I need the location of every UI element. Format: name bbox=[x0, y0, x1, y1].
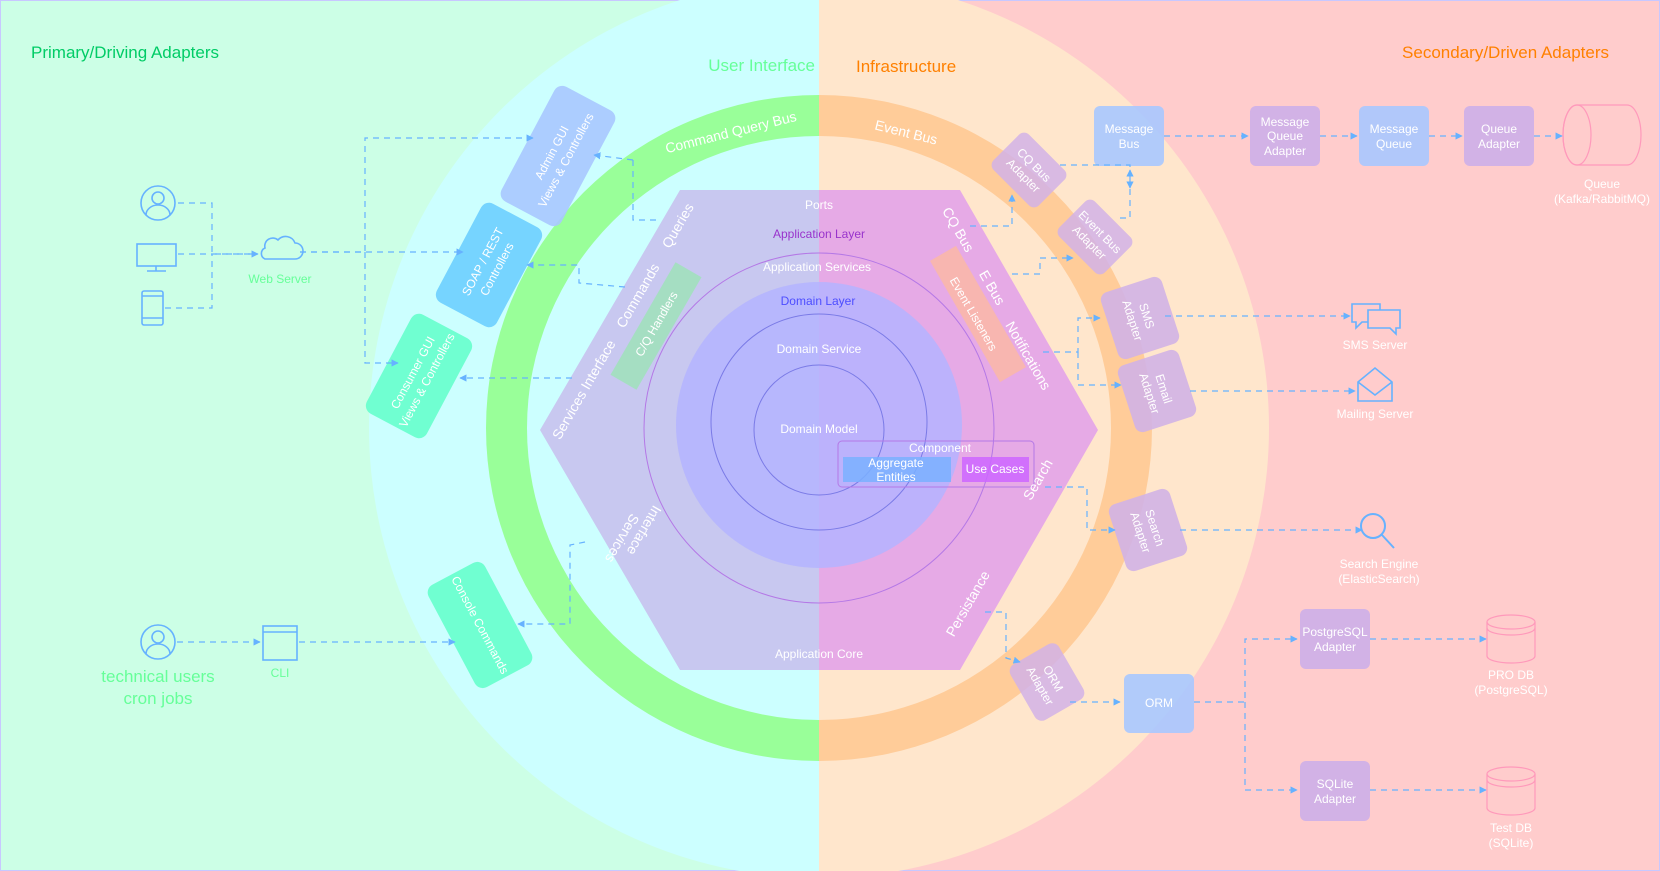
message-queue-line1: Message bbox=[1370, 122, 1419, 136]
aggregate-entities-box bbox=[843, 457, 951, 482]
aggregate-label-line2: Entities bbox=[876, 470, 915, 484]
queue-label-line1: Queue bbox=[1584, 177, 1620, 191]
domain-service-label: Domain Service bbox=[777, 342, 862, 356]
queue-label-line2: (Kafka/RabbitMQ) bbox=[1554, 192, 1650, 206]
search-adapter[interactable]: Search Adapter bbox=[1107, 487, 1189, 573]
cloud-icon[interactable] bbox=[260, 235, 304, 260]
message-bus-line2: Bus bbox=[1119, 137, 1140, 151]
search-engine-label-line2: (ElasticSearch) bbox=[1338, 572, 1419, 586]
technical-user-icon[interactable] bbox=[140, 624, 176, 660]
user-icon[interactable] bbox=[140, 185, 176, 221]
pro-db-database-icon[interactable] bbox=[1486, 614, 1536, 664]
user-interface-title: User Interface bbox=[708, 56, 815, 75]
pro-db-label-line2: (PostgreSQL) bbox=[1474, 683, 1547, 697]
queue-adapter-line1: Queue bbox=[1481, 122, 1517, 136]
aggregate-label-line1: Aggregate bbox=[868, 456, 924, 470]
domain-layer-circle bbox=[676, 282, 962, 568]
email-adapter[interactable]: Email Adapter bbox=[1116, 348, 1198, 434]
domain-model-circle bbox=[753, 364, 885, 496]
sms-adapter[interactable]: SMS Adapter bbox=[1099, 275, 1181, 361]
orm-label: ORM bbox=[1145, 696, 1173, 710]
mq-adapter-line3: Adapter bbox=[1264, 144, 1306, 158]
test-db-database-icon[interactable] bbox=[1486, 766, 1536, 816]
sqlite-adapter-node[interactable]: SQLite Adapter bbox=[1300, 761, 1370, 821]
mq-adapter-line2: Queue bbox=[1267, 129, 1303, 143]
application-services-label: Application Services bbox=[763, 260, 871, 274]
web-server-label: Web Server bbox=[248, 272, 311, 286]
message-queue-node[interactable]: Message Queue bbox=[1359, 106, 1429, 166]
event-listeners-strip bbox=[930, 245, 1026, 383]
message-bus-line1: Message bbox=[1105, 122, 1154, 136]
test-db-label-line2: (SQLite) bbox=[1489, 836, 1534, 850]
monitor-icon[interactable] bbox=[136, 243, 177, 272]
cq-bus-adapter[interactable]: CQ Bus Adapter bbox=[989, 130, 1070, 211]
domain-model-label: Domain Model bbox=[780, 422, 857, 436]
cron-jobs-label: cron jobs bbox=[124, 689, 193, 708]
mobile-icon[interactable] bbox=[141, 290, 164, 326]
chat-icon[interactable] bbox=[1351, 303, 1401, 336]
orm-node[interactable]: ORM bbox=[1124, 674, 1194, 733]
secondary-adapters-title: Secondary/Driven Adapters bbox=[1402, 43, 1609, 62]
use-cases-box bbox=[962, 457, 1029, 482]
queue-cylinder-icon[interactable] bbox=[1562, 104, 1642, 166]
queue-adapter-line2: Adapter bbox=[1478, 137, 1520, 151]
message-bus-node[interactable]: Message Bus bbox=[1094, 106, 1164, 166]
mail-icon[interactable] bbox=[1357, 366, 1393, 402]
test-db-label-line1: Test DB bbox=[1490, 821, 1532, 835]
application-core-label: Application Core bbox=[775, 647, 863, 661]
pro-db-label-line1: PRO DB bbox=[1488, 668, 1534, 682]
cli-window-icon[interactable] bbox=[262, 625, 298, 661]
cq-handlers-strip bbox=[610, 262, 702, 390]
cli-label: CLI bbox=[271, 666, 290, 680]
use-cases-label: Use Cases bbox=[966, 462, 1025, 476]
postgresql-adapter-line1: PostgreSQL bbox=[1302, 625, 1368, 639]
component-box bbox=[837, 440, 1035, 488]
component-label: Component bbox=[909, 441, 972, 455]
search-engine-label-line1: Search Engine bbox=[1340, 557, 1419, 571]
mailing-server-label: Mailing Server bbox=[1337, 407, 1414, 421]
message-queue-adapter-node[interactable]: Message Queue Adapter bbox=[1250, 106, 1320, 166]
primary-adapters-title: Primary/Driving Adapters bbox=[31, 43, 219, 62]
orm-adapter[interactable]: ORM Adapter bbox=[1007, 640, 1087, 723]
ports-label: Ports bbox=[805, 198, 833, 212]
sms-server-label: SMS Server bbox=[1343, 338, 1408, 352]
postgresql-adapter-line2: Adapter bbox=[1314, 640, 1356, 654]
domain-layer-label: Domain Layer bbox=[781, 294, 856, 308]
connector-lines bbox=[165, 132, 1563, 794]
sqlite-adapter-line2: Adapter bbox=[1314, 792, 1356, 806]
technical-users-label: technical users bbox=[101, 667, 214, 686]
queue-adapter-node[interactable]: Queue Adapter bbox=[1464, 106, 1534, 166]
application-services-circle bbox=[643, 252, 995, 604]
message-queue-line2: Queue bbox=[1376, 137, 1412, 151]
search-icon[interactable] bbox=[1360, 513, 1395, 549]
application-layer-label: Application Layer bbox=[773, 227, 865, 241]
postgresql-adapter-node[interactable]: PostgreSQL Adapter bbox=[1300, 609, 1370, 669]
domain-service-circle bbox=[710, 313, 928, 531]
soap-rest-adapter[interactable]: SOAP / REST Controllers bbox=[433, 200, 546, 331]
mq-adapter-line1: Message bbox=[1261, 115, 1310, 129]
sqlite-adapter-line1: SQLite bbox=[1317, 777, 1354, 791]
infrastructure-title: Infrastructure bbox=[856, 57, 956, 76]
